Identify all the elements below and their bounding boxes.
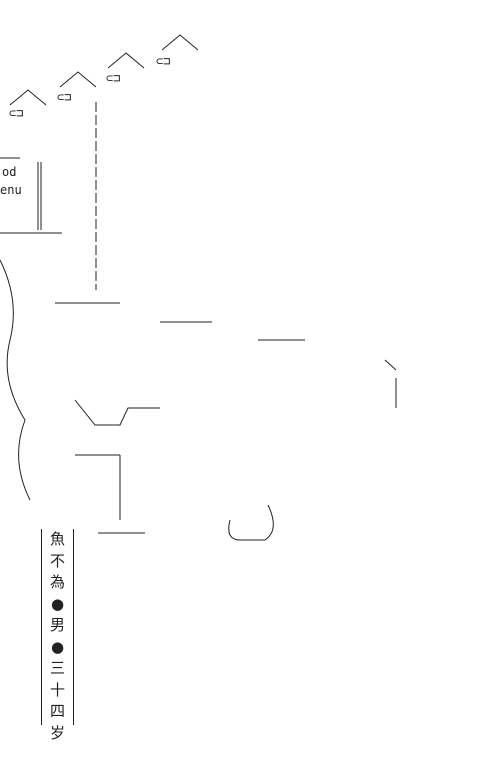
board-top	[55, 302, 305, 341]
vertical-caption: 魚 不 為 ● 男 ● 三 十 四 岁	[41, 529, 74, 742]
caption-char: 男	[49, 616, 65, 634]
menu-sign-line-1: od	[2, 165, 17, 179]
roof-triangle-2	[59, 71, 97, 88]
caption-char: ●	[50, 594, 65, 613]
roof-triangle-3	[107, 52, 145, 69]
menu-sign-line-2: enu	[0, 183, 22, 197]
board-bottom	[74, 399, 160, 426]
caption-char: 十	[49, 680, 65, 699]
roof-label-2: ⊂⊐	[57, 90, 72, 104]
roof-label-3: ⊂⊐	[106, 71, 121, 85]
board-right	[384, 359, 397, 408]
sack	[228, 504, 274, 541]
sign-box	[0, 157, 62, 234]
caption-char: 三	[49, 659, 65, 677]
caption-char: 為	[49, 573, 65, 591]
roof-label-4: ⊂⊐	[156, 54, 171, 68]
roof-triangle-1	[9, 89, 47, 106]
caption-char: ●	[50, 637, 65, 656]
caption-char: 魚	[49, 530, 65, 548]
counter-edge	[75, 454, 145, 534]
roof-triangle-4	[161, 34, 199, 51]
roof-label-1: ⊂⊐	[9, 106, 24, 120]
caption-char: 四	[49, 702, 65, 720]
figure-strokes	[0, 259, 31, 501]
caption-char: 不	[49, 551, 65, 570]
caption-char: 岁	[49, 723, 65, 742]
